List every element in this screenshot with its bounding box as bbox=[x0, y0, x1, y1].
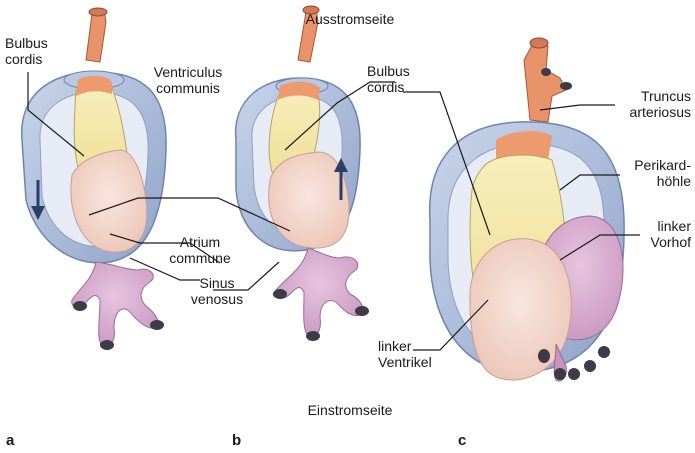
inflow-side-label: Einstromseite bbox=[270, 402, 430, 418]
panel-label-a: a bbox=[6, 432, 14, 449]
outflow-side-label: Ausstromseite bbox=[270, 11, 430, 27]
label-perikardhoehle: Perikard-höhle bbox=[590, 157, 691, 189]
panel-label-b: b bbox=[232, 432, 241, 449]
panel-label-c: c bbox=[458, 432, 466, 449]
